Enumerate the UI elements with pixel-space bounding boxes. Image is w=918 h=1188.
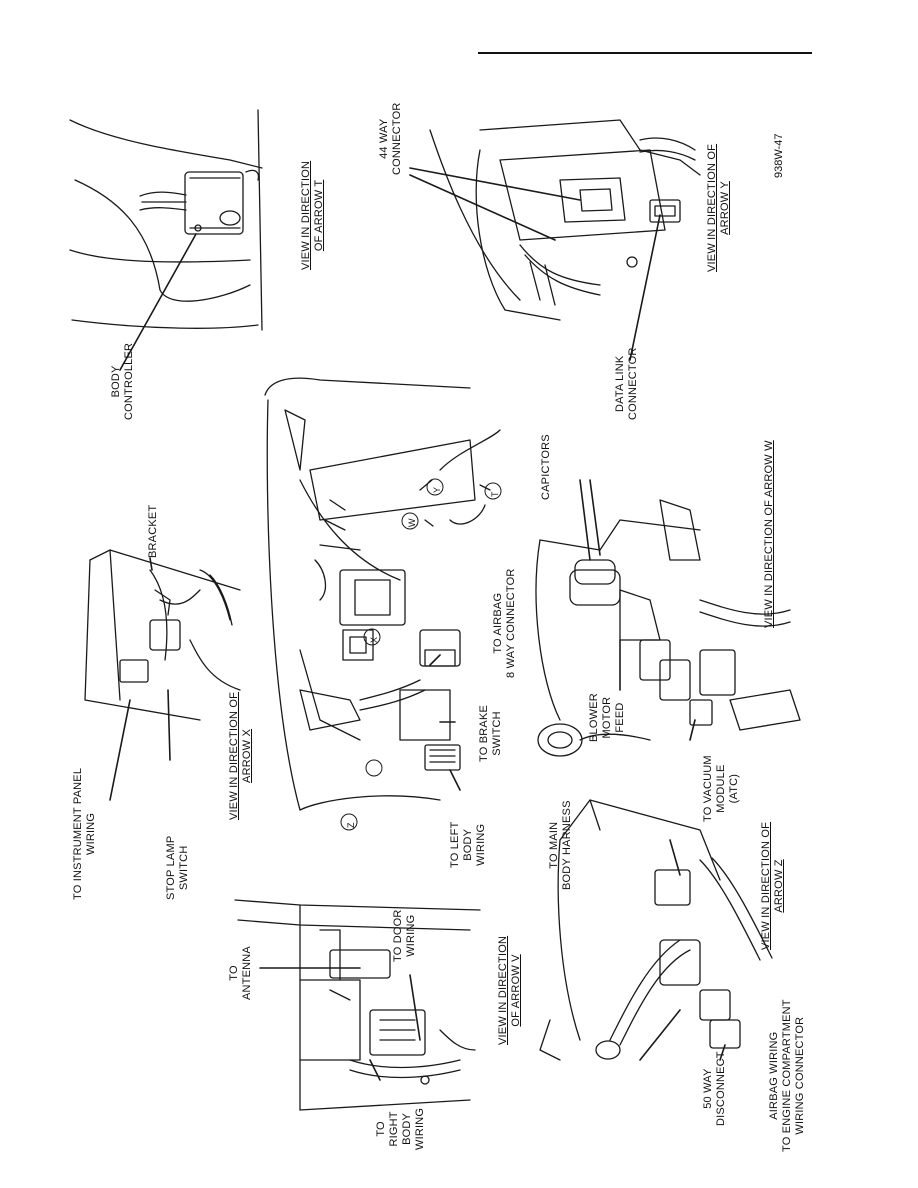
arrow-letter-z: Z — [346, 822, 356, 828]
view-arrow-z: VIEW IN DIRECTION OF ARROW Z — [760, 821, 785, 950]
view-arrow-x: VIEW IN DIRECTION OF ARROW X — [228, 691, 253, 820]
view-arrow-v: VIEW IN DIRECTION OF ARROW V — [497, 935, 522, 1045]
label-data-link-connector: DATA LINK CONNECTOR — [614, 347, 639, 421]
arrow-letter-y: Y — [432, 486, 442, 493]
label-capictors: CAPICTORS — [540, 434, 552, 500]
main-harness-view — [539, 799, 773, 1061]
arrow-letter-x: X — [369, 636, 379, 643]
header-rule — [478, 52, 812, 54]
label-instrument-panel-wiring: TO INSTRUMENT PANEL WIRING — [72, 767, 97, 900]
view-arrow-w: VIEW IN DIRECTION OF ARROW W — [763, 440, 775, 628]
view-arrow-y: VIEW IN DIRECTION OF ARROW Y — [706, 143, 731, 272]
label-to-door-wiring: TO DOOR WIRING — [392, 909, 417, 962]
arrow-letter-t: T — [490, 491, 500, 497]
figure-id: 938W-47 — [773, 133, 785, 178]
label-50-way-disconnect: 50 WAY DISCONNECT — [702, 1051, 727, 1126]
arrow-letter-w: W — [407, 518, 417, 527]
dashboard-main-view — [264, 377, 501, 811]
label-airbag-8-way: TO AIRBAG 8 WAY CONNECTOR — [492, 568, 517, 678]
label-44-way-connector: 44 WAY CONNECTOR — [378, 102, 403, 176]
label-left-body-wiring: TO LEFT BODY WIRING — [449, 821, 487, 868]
label-bracket: BRACKET — [147, 504, 159, 558]
view-arrow-t: VIEW IN DIRECTION OF ARROW T — [300, 160, 325, 270]
body-controller-view — [69, 109, 263, 371]
label-brake-switch: TO BRAKE SWITCH — [478, 704, 503, 762]
label-body-controller: BODY CONTROLLER — [110, 342, 135, 420]
label-right-body-wiring: TO RIGHT BODY WIRING — [375, 1107, 426, 1150]
label-airbag-wiring: AIRBAG WIRING TO ENGINE COMPARTMENT WIRI… — [768, 999, 806, 1152]
label-main-body-harness: TO MAIN BODY HARNESS — [548, 800, 573, 890]
label-to-antenna: TO ANTENNA — [228, 946, 253, 1000]
label-blower-motor-feed: BLOWER MOTOR FEED — [588, 693, 626, 742]
label-stop-lamp-switch: STOP LAMP SWITCH — [165, 835, 190, 900]
arrow-markers — [340, 478, 502, 831]
data-link-view — [409, 119, 701, 361]
capacitors-view — [535, 479, 801, 757]
antenna-view — [234, 899, 481, 1111]
stop-lamp-view — [84, 549, 241, 801]
label-vacuum-module: TO VACUUM MODULE (ATC) — [702, 755, 740, 822]
